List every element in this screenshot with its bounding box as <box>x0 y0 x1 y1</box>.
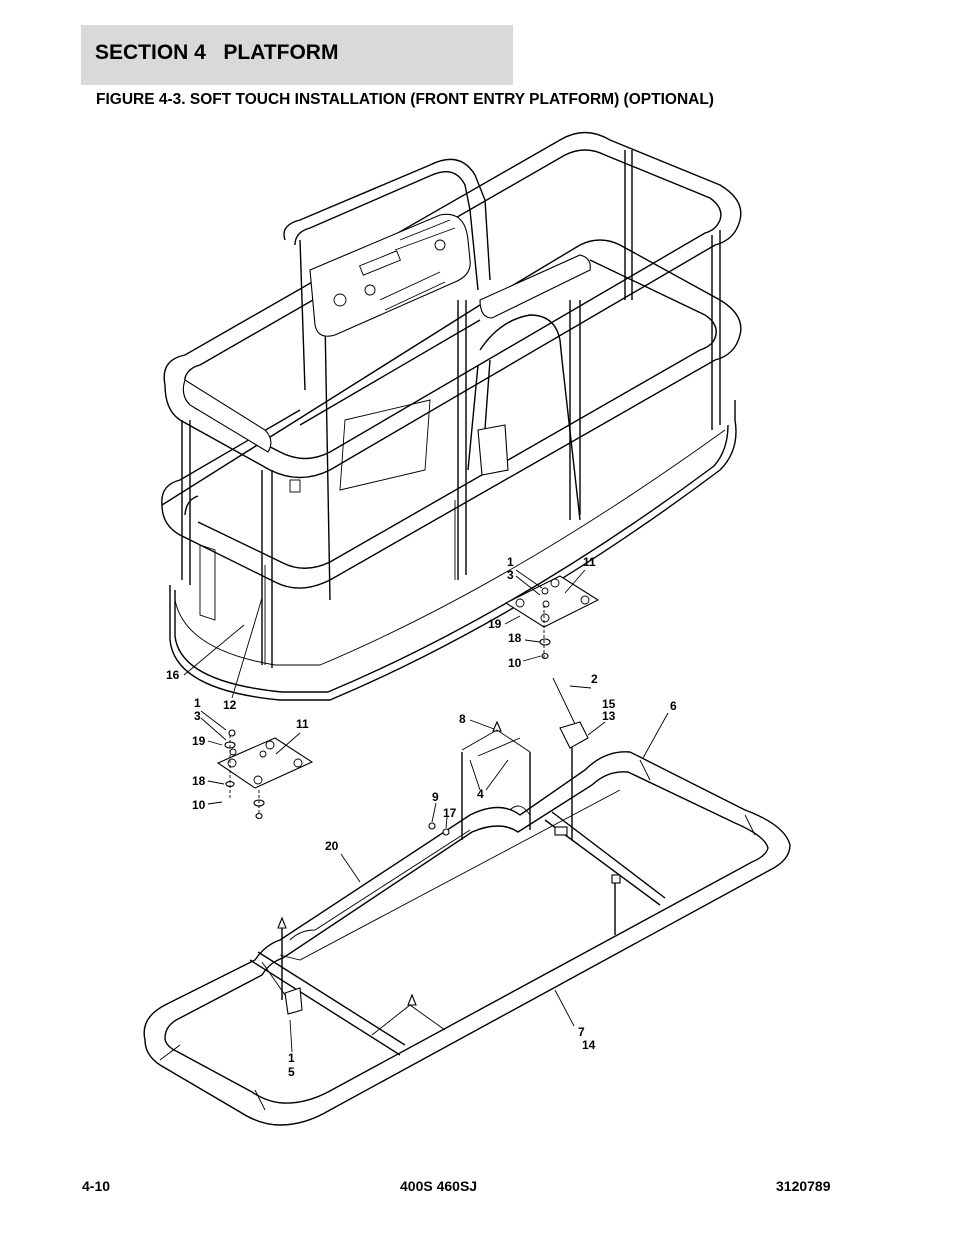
callout-labels: 1 3 11 19 18 10 16 12 1 3 11 19 18 10 2 … <box>166 555 677 1079</box>
callout-7: 7 <box>578 1025 585 1039</box>
callout-8: 8 <box>459 712 466 726</box>
leader-lines <box>183 569 669 1053</box>
callout-1-bottom: 1 <box>288 1051 295 1065</box>
section-banner <box>81 25 513 85</box>
platform-basket <box>161 131 742 701</box>
callout-10-left: 10 <box>192 798 206 812</box>
callout-14: 14 <box>582 1038 596 1052</box>
callout-13: 13 <box>602 709 616 723</box>
soft-touch-frame <box>143 677 791 1126</box>
plate-assembly-left <box>216 729 314 820</box>
callout-5: 5 <box>288 1065 295 1079</box>
callout-20: 20 <box>325 839 339 853</box>
callout-19-left: 19 <box>192 734 206 748</box>
callout-17: 17 <box>443 806 457 820</box>
callout-19-right: 19 <box>488 617 502 631</box>
callout-1-left: 1 <box>194 696 201 710</box>
callout-3-right: 3 <box>507 568 514 582</box>
callout-11-right: 11 <box>583 555 596 569</box>
callout-9: 9 <box>432 790 439 804</box>
plate-assembly-right <box>504 575 600 660</box>
callout-18-left: 18 <box>192 774 206 788</box>
callout-1-right: 1 <box>507 555 514 569</box>
callout-2: 2 <box>591 672 598 686</box>
callout-6: 6 <box>670 699 677 713</box>
footer-page-number: 4-10 <box>82 1178 111 1194</box>
footer-model: 400S 460SJ <box>400 1178 478 1194</box>
callout-18-right: 18 <box>508 631 522 645</box>
callout-15: 15 <box>602 697 616 711</box>
callout-12: 12 <box>223 698 237 712</box>
callout-3-left: 3 <box>194 709 201 723</box>
callout-4: 4 <box>477 787 484 801</box>
callout-11-left: 11 <box>296 717 309 731</box>
figure-title: FIGURE 4-3. SOFT TOUCH INSTALLATION (FRO… <box>96 91 714 108</box>
footer-doc-number: 3120789 <box>776 1178 831 1194</box>
callout-16: 16 <box>166 668 180 682</box>
section-title: SECTION 4 PLATFORM <box>95 41 339 64</box>
callout-10-right: 10 <box>508 656 522 670</box>
